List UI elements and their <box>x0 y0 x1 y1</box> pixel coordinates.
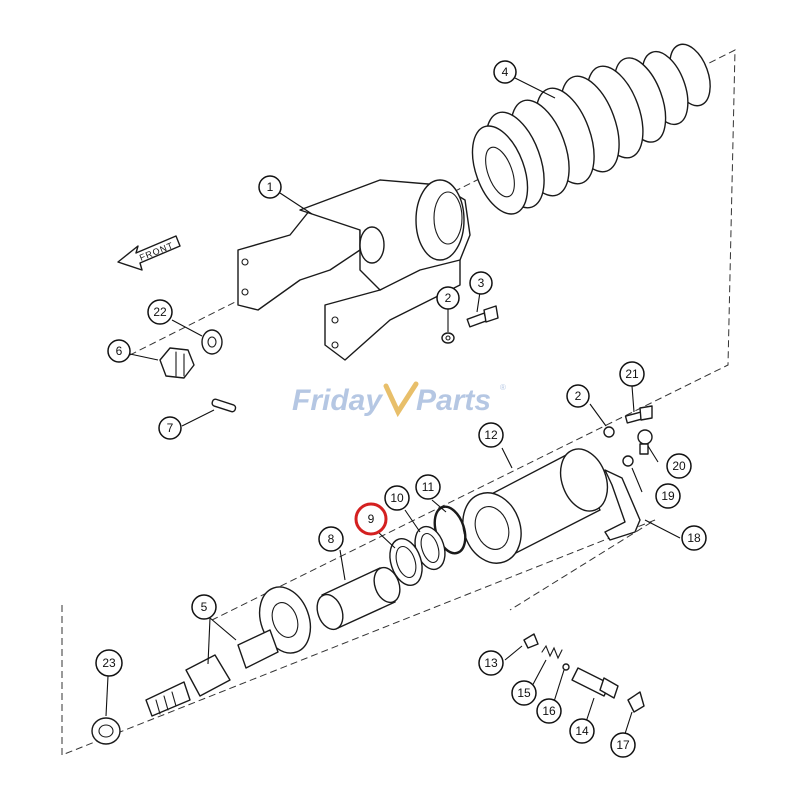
washer-22 <box>201 329 223 355</box>
svg-text:21: 21 <box>625 367 639 381</box>
callout-17: 17 <box>610 732 636 758</box>
svg-text:18: 18 <box>687 531 701 545</box>
callout-11: 11 <box>415 474 441 500</box>
watermark-logo: Friday Parts ® <box>292 381 506 418</box>
callout-6: 6 <box>107 339 131 363</box>
callout-3: 3 <box>469 271 493 295</box>
svg-text:19: 19 <box>661 489 675 503</box>
watermark-part2: Parts <box>416 384 491 417</box>
fitting-17 <box>627 691 645 713</box>
bolt-3 <box>466 305 499 328</box>
svg-text:17: 17 <box>616 738 630 752</box>
svg-text:22: 22 <box>153 305 167 319</box>
callout-12: 12 <box>478 422 504 448</box>
callout-21: 21 <box>619 361 645 387</box>
svg-text:23: 23 <box>102 656 116 670</box>
spring-15 <box>541 644 563 660</box>
svg-text:20: 20 <box>672 459 686 473</box>
front-arrow: FRONT <box>117 235 181 271</box>
callout-20: 20 <box>666 453 692 479</box>
svg-text:7: 7 <box>167 421 174 435</box>
svg-text:2: 2 <box>445 291 452 305</box>
washer-19 <box>622 455 634 467</box>
svg-text:15: 15 <box>517 686 531 700</box>
callout-18: 18 <box>681 525 707 551</box>
washer-2-lower <box>603 426 615 438</box>
bracket-18 <box>604 469 641 541</box>
callout-22: 22 <box>147 299 173 325</box>
callout-13: 13 <box>478 650 504 676</box>
svg-text:11: 11 <box>422 480 435 494</box>
grease-nipple-13 <box>523 633 539 649</box>
svg-text:1: 1 <box>267 180 274 194</box>
svg-text:6: 6 <box>116 344 123 358</box>
watermark-registered: ® <box>500 383 506 392</box>
callout-8: 8 <box>318 526 344 552</box>
grease-fitting-20 <box>637 429 653 455</box>
callout-1: 1 <box>258 175 282 199</box>
svg-text:16: 16 <box>542 704 556 718</box>
callout-16: 16 <box>536 698 562 724</box>
svg-text:13: 13 <box>484 656 498 670</box>
recoil-spring <box>471 43 711 215</box>
svg-text:9: 9 <box>368 512 375 526</box>
callout-2-upper: 2 <box>436 286 460 310</box>
castle-nut-6 <box>159 347 195 379</box>
wear-ring-9 <box>389 538 423 586</box>
callout-10: 10 <box>384 485 410 511</box>
svg-text:3: 3 <box>478 276 485 290</box>
svg-text:8: 8 <box>328 532 335 546</box>
ball-16 <box>562 663 570 671</box>
svg-text:5: 5 <box>201 600 208 614</box>
callout-23: 23 <box>95 649 123 677</box>
yoke-assembly <box>237 179 471 361</box>
callout-15: 15 <box>511 680 537 706</box>
watermark-part1: Friday <box>292 384 383 417</box>
callout-19: 19 <box>655 483 681 509</box>
svg-text:14: 14 <box>575 724 589 738</box>
callout-4: 4 <box>493 60 517 84</box>
washer-2-upper <box>441 332 455 344</box>
lower-guide-frame <box>61 519 656 756</box>
piston-8 <box>316 566 401 631</box>
rod-5 <box>145 586 312 717</box>
svg-text:2: 2 <box>575 389 582 403</box>
svg-text:10: 10 <box>390 491 404 505</box>
svg-text:4: 4 <box>502 65 509 79</box>
svg-text:12: 12 <box>484 428 498 442</box>
bolt-21 <box>624 405 653 424</box>
callout-2-lower: 2 <box>566 384 590 408</box>
callout-9-highlighted: 9 <box>354 502 388 536</box>
watermark-swoosh <box>383 381 419 418</box>
callout-14: 14 <box>569 718 595 744</box>
split-pin-7 <box>211 398 237 413</box>
valve-body-14 <box>571 667 619 699</box>
callout-5: 5 <box>191 594 217 620</box>
leader-lines <box>105 77 681 741</box>
callout-7: 7 <box>158 416 182 440</box>
highlight-ring <box>354 502 388 536</box>
seal-ring-23 <box>91 717 121 745</box>
cylinder-12 <box>462 448 609 564</box>
